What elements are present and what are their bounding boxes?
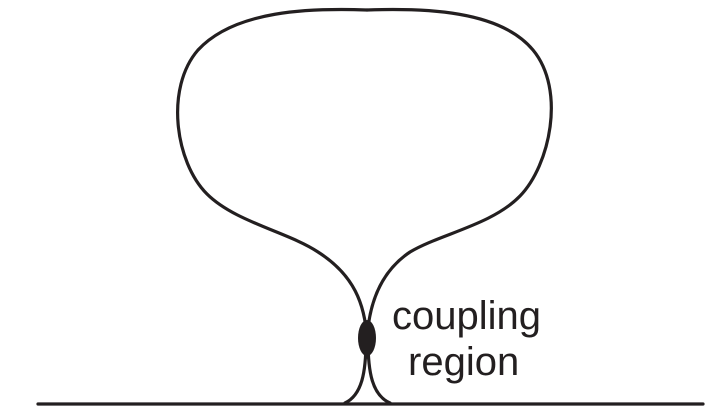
label-line-1: coupling — [392, 294, 541, 338]
fiber-loop-right — [365, 7, 553, 341]
fiber-loop-left — [176, 7, 369, 341]
label-line-2: region — [408, 340, 519, 384]
coupling-region-marker — [358, 320, 376, 356]
